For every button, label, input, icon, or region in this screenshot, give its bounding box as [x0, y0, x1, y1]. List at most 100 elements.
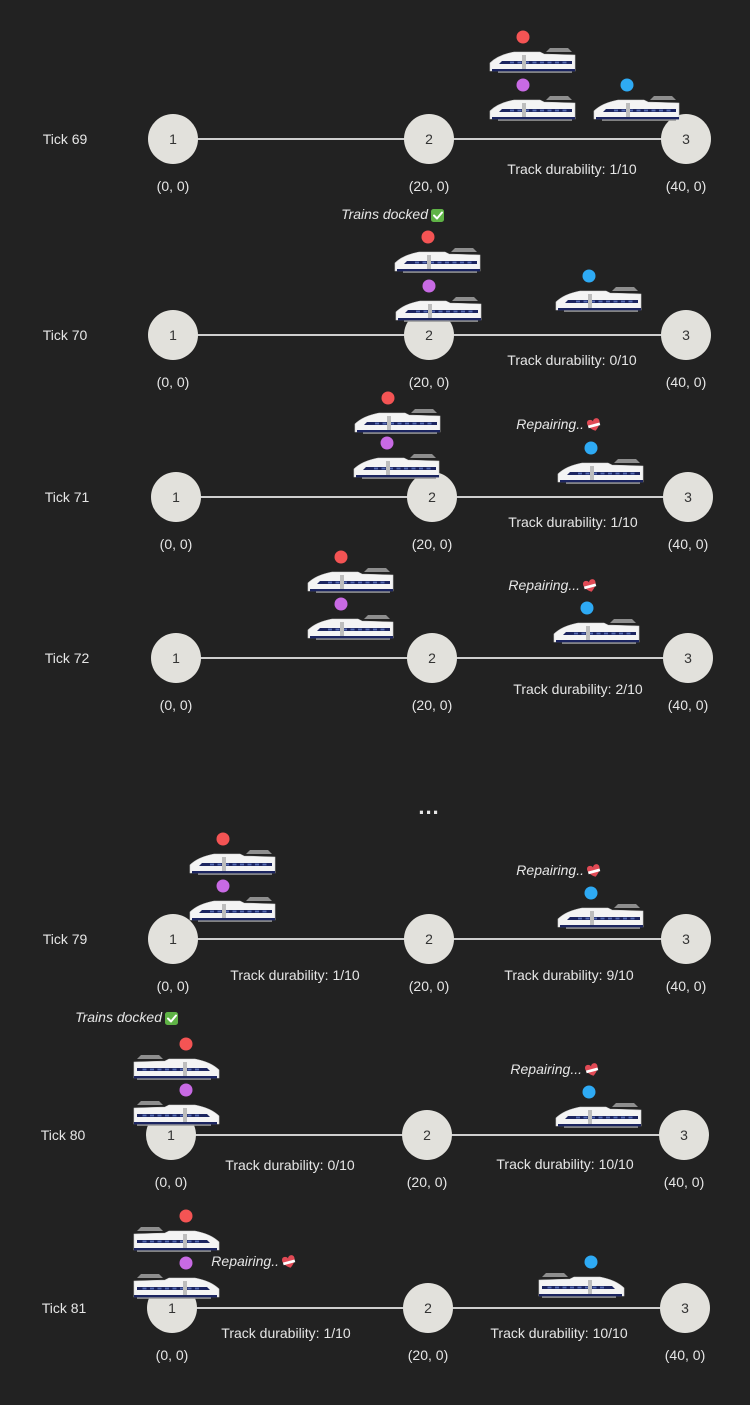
- heart-icon: [585, 1063, 599, 1076]
- station-id: 1: [172, 650, 180, 666]
- blue-train: [593, 96, 680, 121]
- station-node: 1(0, 0): [148, 914, 198, 994]
- red-train: [307, 568, 394, 593]
- blue-train-marker: [584, 441, 598, 455]
- blue-train-marker: [582, 269, 596, 283]
- station-id: 1: [169, 327, 177, 343]
- station-node: 2 (20, 0): [404, 914, 454, 994]
- station-node: 2 (20, 0): [402, 1110, 452, 1190]
- station-id: 1: [167, 1127, 175, 1143]
- red-train: [133, 1227, 220, 1252]
- station-coord: (0, 0): [156, 1347, 189, 1363]
- station-coord: (0, 0): [157, 374, 190, 390]
- station-id: 3: [682, 131, 690, 147]
- tick-label: Tick 71: [45, 489, 90, 505]
- tick-row: Tick 81 1 (0, 0) 2 (20, 0) 3 (40, 0) Track dura…: [42, 1209, 710, 1363]
- blue-train: [557, 904, 644, 929]
- station-node: 3 (40, 0): [663, 472, 713, 552]
- track-durability-label: Track durability: 0/10: [225, 1157, 355, 1173]
- track-durability-label: Track durability: 0/10: [507, 352, 637, 368]
- tick-label: Tick 79: [43, 931, 88, 947]
- station-coord: (20, 0): [409, 374, 449, 390]
- repairing-label: Repairing...: [508, 577, 580, 593]
- heart-icon: [583, 579, 597, 592]
- station-id: 2: [428, 489, 436, 505]
- ellipsis-separator: ...: [418, 794, 439, 819]
- station-id: 1: [172, 489, 180, 505]
- station-id: 2: [425, 931, 433, 947]
- track-durability-label: Track durability: 10/10: [490, 1325, 627, 1341]
- tick-label: Tick 72: [45, 650, 90, 666]
- tick-label: Tick 80: [41, 1127, 86, 1143]
- repairing-label: Repairing...: [510, 1061, 582, 1077]
- red-train-marker: [334, 550, 348, 564]
- station-id: 2: [424, 1300, 432, 1316]
- track-durability-label: Track durability: 1/10: [508, 514, 638, 530]
- station-id: 1: [168, 1300, 176, 1316]
- station-coord: (0, 0): [157, 178, 190, 194]
- purple-train: [189, 897, 276, 922]
- blue-train-marker: [580, 601, 594, 615]
- track-durability-label: Track durability: 1/10: [221, 1325, 351, 1341]
- station-id: 2: [428, 650, 436, 666]
- purple-train: [133, 1274, 220, 1299]
- station-node: 3(40, 0): [661, 114, 711, 194]
- purple-train: [353, 454, 440, 479]
- purple-train-marker: [179, 1256, 193, 1270]
- heart-icon: [587, 418, 601, 431]
- station-coord: (20, 0): [408, 1347, 448, 1363]
- tick-label: Tick 81: [42, 1300, 87, 1316]
- station-coord: (40, 0): [668, 536, 708, 552]
- track-durability-label: Track durability: 1/10: [507, 161, 637, 177]
- station-node: 3(40, 0): [661, 310, 711, 390]
- purple-train-marker: [516, 78, 530, 92]
- track-durability-label: Track durability: 10/10: [496, 1156, 633, 1172]
- trains-docked-label: Trains docked: [75, 1009, 163, 1025]
- station-id: 2: [425, 327, 433, 343]
- station-node: 2 (20, 0): [404, 310, 454, 390]
- station-id: 3: [684, 650, 692, 666]
- track-durability-label: Track durability: 2/10: [513, 681, 643, 697]
- red-train: [394, 248, 481, 273]
- station-coord: (20, 0): [409, 178, 449, 194]
- station-node: 2 (20, 0): [407, 633, 457, 713]
- station-node: 3 (40, 0): [660, 1283, 710, 1363]
- station-coord: (20, 0): [412, 697, 452, 713]
- red-train-marker: [421, 230, 435, 244]
- blue-train-marker: [582, 1085, 596, 1099]
- station-id: 3: [682, 931, 690, 947]
- station-coord: (20, 0): [412, 536, 452, 552]
- purple-train-marker: [422, 279, 436, 293]
- station-node: 1(0, 0): [148, 114, 198, 194]
- purple-train: [307, 615, 394, 640]
- blue-train: [555, 287, 642, 312]
- station-coord: (20, 0): [409, 978, 449, 994]
- blue-train: [538, 1273, 625, 1298]
- station-node: 2 (20, 0): [403, 1283, 453, 1363]
- blue-train: [557, 459, 644, 484]
- red-train-marker: [516, 30, 530, 44]
- station-coord: (40, 0): [665, 1347, 705, 1363]
- station-id: 3: [681, 1300, 689, 1316]
- station-node: 1(0, 0): [151, 472, 201, 552]
- purple-train: [395, 297, 482, 322]
- tick-label: Tick 70: [43, 327, 88, 343]
- station-id: 3: [682, 327, 690, 343]
- station-id: 2: [423, 1127, 431, 1143]
- heart-icon: [587, 864, 601, 877]
- repairing-label: Repairing..: [211, 1253, 279, 1269]
- station-node: 2(20, 0): [404, 114, 454, 194]
- tick-row: Tick 70 1 (0, 0) 2 (20, 0) 3(40, 0) Track dura…: [43, 206, 711, 390]
- station-coord: (40, 0): [666, 978, 706, 994]
- station-coord: (20, 0): [407, 1174, 447, 1190]
- station-id: 3: [684, 489, 692, 505]
- purple-train: [133, 1101, 220, 1126]
- station-node: 3 (40, 0): [661, 914, 711, 994]
- repairing-label: Repairing..: [516, 416, 584, 432]
- blue-train-marker: [584, 1255, 598, 1269]
